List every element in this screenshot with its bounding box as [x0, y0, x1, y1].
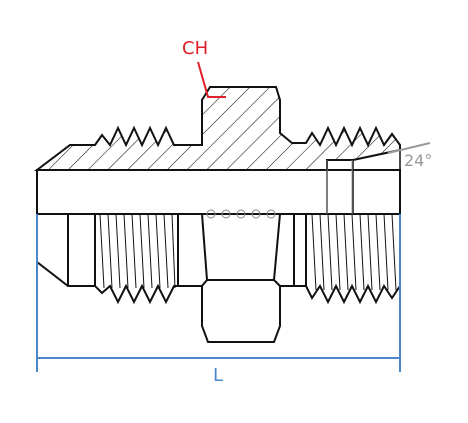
- length-label: L: [213, 365, 223, 386]
- hex-leader-line: [197, 61, 226, 98]
- section-body: [34, 86, 401, 171]
- hex-label: CH: [182, 38, 208, 59]
- centerline-band: [36, 169, 401, 215]
- right-thread: [293, 213, 401, 305]
- angle-label: 24°: [404, 151, 432, 170]
- length-dimension: [36, 214, 401, 372]
- left-thread: [94, 213, 179, 305]
- external-view: [36, 209, 401, 343]
- left-nose: [36, 214, 96, 287]
- section-view: [34, 86, 401, 215]
- angle-extension-line: [387, 142, 431, 154]
- hex-body: [177, 209, 295, 343]
- hex-callout: CH: [182, 38, 226, 98]
